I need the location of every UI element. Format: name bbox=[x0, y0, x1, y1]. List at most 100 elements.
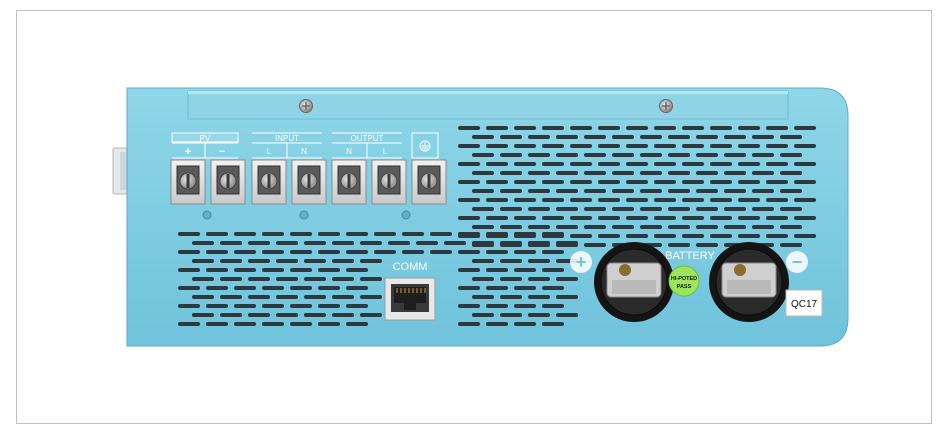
hipot-pass-sticker: HI-POTED PASS bbox=[668, 265, 700, 297]
vent-slot bbox=[556, 313, 578, 317]
terminal-block[interactable] bbox=[210, 159, 246, 205]
vent-slot bbox=[654, 216, 676, 220]
vent-slot bbox=[318, 268, 340, 272]
vent-slot bbox=[766, 180, 788, 184]
vent-slot bbox=[220, 241, 242, 245]
vent-slot bbox=[696, 171, 718, 175]
vent-slot bbox=[570, 180, 592, 184]
vent-slot bbox=[178, 250, 200, 254]
vent-slot bbox=[192, 241, 214, 245]
vent-slot bbox=[514, 250, 536, 254]
vent-slot bbox=[472, 259, 494, 263]
vent-slot bbox=[766, 198, 788, 202]
vent-slot bbox=[570, 234, 592, 238]
vent-slot bbox=[696, 207, 718, 211]
vent-slot bbox=[290, 250, 312, 254]
battery-plus-icon: + bbox=[570, 251, 592, 273]
vent-slot bbox=[528, 295, 550, 299]
vent-slot bbox=[528, 241, 550, 245]
vent-slot bbox=[360, 277, 382, 281]
vent-slot bbox=[248, 259, 270, 263]
battery-minus-icon: − bbox=[786, 251, 808, 273]
vent-slot bbox=[626, 144, 648, 148]
vent-slot bbox=[654, 180, 676, 184]
vent-slot bbox=[262, 250, 284, 254]
vent-slot bbox=[500, 259, 522, 263]
vent-grid-bottom bbox=[178, 232, 578, 326]
vent-slot bbox=[458, 304, 480, 308]
pv-minus-label: − bbox=[219, 146, 225, 158]
vent-slot bbox=[584, 243, 606, 247]
vent-slot bbox=[696, 225, 718, 229]
vent-slot bbox=[388, 241, 410, 245]
vent-slot bbox=[458, 322, 480, 326]
vent-slot bbox=[500, 207, 522, 211]
input-group-label: INPUT bbox=[275, 134, 299, 143]
vent-slot bbox=[276, 259, 298, 263]
vent-slot bbox=[556, 171, 578, 175]
vent-slot bbox=[304, 259, 326, 263]
vent-slot bbox=[556, 153, 578, 157]
vent-slot bbox=[500, 277, 522, 281]
vent-slot bbox=[500, 241, 522, 245]
vent-slot bbox=[332, 295, 354, 299]
battery-positive-terminal[interactable] bbox=[594, 242, 674, 322]
vent-slot bbox=[696, 243, 718, 247]
comm-rj45-port[interactable] bbox=[384, 277, 436, 321]
vent-slot bbox=[486, 286, 508, 290]
vent-slot bbox=[780, 243, 802, 247]
vent-slot bbox=[766, 126, 788, 130]
vent-slot bbox=[752, 135, 774, 139]
vent-slot bbox=[500, 295, 522, 299]
vent-slot bbox=[542, 162, 564, 166]
vent-slot bbox=[556, 241, 578, 245]
vent-slot bbox=[514, 126, 536, 130]
terminal-block[interactable] bbox=[291, 159, 327, 205]
terminal-block[interactable] bbox=[170, 159, 206, 205]
vent-slot bbox=[682, 162, 704, 166]
terminal-block[interactable] bbox=[411, 159, 447, 205]
terminal-block[interactable] bbox=[331, 159, 367, 205]
svg-text:HI-POTED: HI-POTED bbox=[671, 276, 697, 282]
vent-slot bbox=[738, 234, 760, 238]
vent-slot bbox=[276, 295, 298, 299]
terminal-block[interactable] bbox=[371, 159, 407, 205]
vent-slot bbox=[472, 189, 494, 193]
vent-slot bbox=[640, 189, 662, 193]
vent-slot bbox=[654, 162, 676, 166]
vent-slot bbox=[682, 144, 704, 148]
vent-slot bbox=[528, 277, 550, 281]
battery-negative-terminal[interactable] bbox=[709, 242, 789, 322]
input-n-label: N bbox=[301, 147, 307, 156]
vent-slot bbox=[500, 135, 522, 139]
vent-slot bbox=[598, 234, 620, 238]
vent-slot bbox=[374, 232, 396, 236]
vent-slot bbox=[318, 286, 340, 290]
vent-slot bbox=[500, 313, 522, 317]
vent-slot bbox=[612, 171, 634, 175]
vent-slot bbox=[248, 241, 270, 245]
vent-slot bbox=[794, 180, 816, 184]
vent-slot bbox=[318, 232, 340, 236]
vent-slot bbox=[528, 259, 550, 263]
vent-slot bbox=[682, 198, 704, 202]
vent-slot bbox=[332, 241, 354, 245]
svg-text:+: + bbox=[576, 252, 587, 272]
vent-slot bbox=[668, 171, 690, 175]
vent-slot bbox=[206, 232, 228, 236]
vent-slot bbox=[472, 153, 494, 157]
vent-slot bbox=[346, 286, 368, 290]
vent-slot bbox=[598, 144, 620, 148]
vent-slot bbox=[486, 144, 508, 148]
vent-slot bbox=[360, 241, 382, 245]
vent-slot bbox=[304, 277, 326, 281]
vent-slot bbox=[290, 268, 312, 272]
vent-slot bbox=[612, 135, 634, 139]
terminal-block[interactable] bbox=[251, 159, 287, 205]
vent-slot bbox=[584, 225, 606, 229]
vent-slot bbox=[710, 126, 732, 130]
vent-slot bbox=[416, 241, 438, 245]
vent-slot bbox=[514, 144, 536, 148]
vent-slot bbox=[598, 180, 620, 184]
vent-slot bbox=[486, 304, 508, 308]
